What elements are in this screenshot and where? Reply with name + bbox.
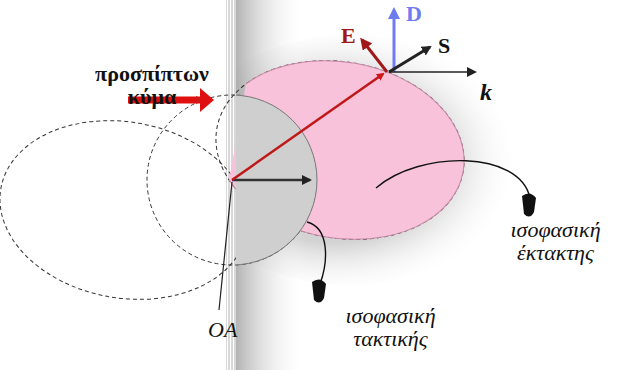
incident-wave-label: προσπίπτων κύμα — [92, 62, 212, 108]
axis-label: OA — [208, 318, 237, 341]
vector-label: E — [341, 24, 356, 47]
callout-label: ισοφασική έκτακτης — [488, 218, 623, 264]
callout-label: ισοφασική τακτικής — [328, 304, 453, 350]
vector-label: S — [438, 34, 450, 57]
vector-label: k — [480, 80, 492, 105]
vector-label: D — [406, 2, 422, 25]
